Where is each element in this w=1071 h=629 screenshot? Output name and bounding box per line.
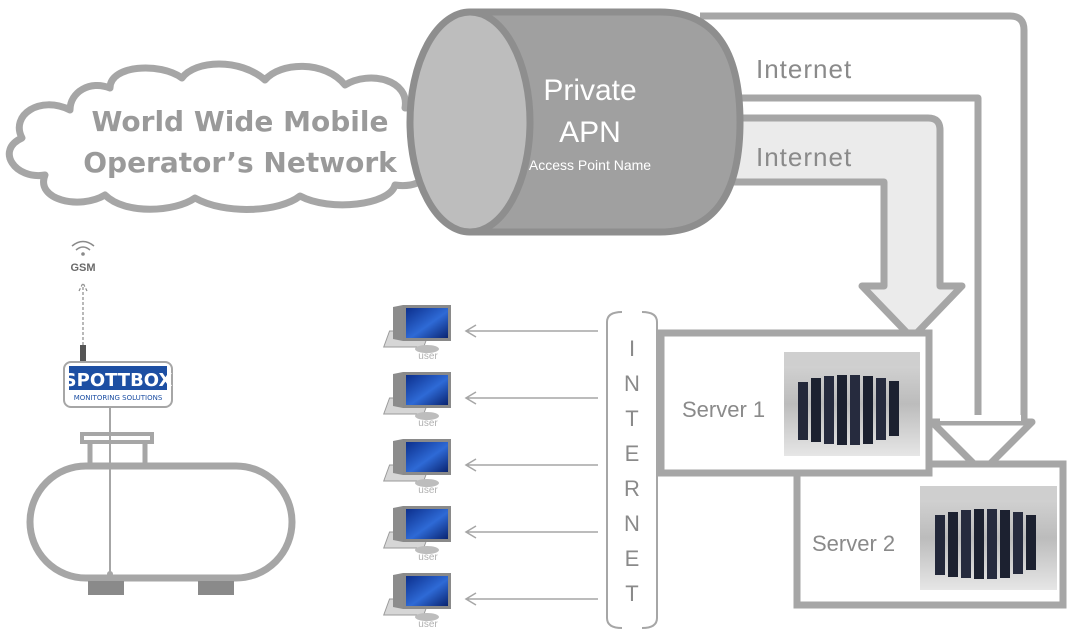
user-label: user — [418, 351, 438, 362]
internet-link-outer — [700, 12, 1036, 476]
apn-label-line1: Private — [543, 74, 636, 107]
logo-main-text: SPOTTBOX — [64, 370, 173, 391]
user-computer-icon — [383, 439, 451, 487]
internet-letter: E — [625, 441, 640, 466]
user-computer-icon — [383, 305, 451, 353]
server-2-label: Server 2 — [812, 531, 895, 556]
apn-subtitle: Access Point Name — [529, 157, 651, 173]
cloud-label-line1: World Wide Mobile — [92, 105, 389, 138]
wifi-signal-icon — [71, 240, 95, 256]
internet-link-inner — [696, 114, 966, 342]
user-label: user — [418, 552, 438, 563]
user-arrows — [464, 324, 598, 606]
apn-label-line2: APN — [559, 116, 621, 149]
internet-letter: T — [625, 581, 638, 606]
user-label: user — [418, 485, 438, 496]
antenna-stub — [80, 345, 86, 365]
user-computer-icon — [383, 573, 451, 621]
user-label: user — [418, 619, 438, 629]
internet-label-middle: Internet — [756, 142, 852, 172]
gsm-antenna-line — [78, 281, 88, 345]
cloud-label-line2: Operator’s Network — [83, 146, 398, 179]
user-computer-icon — [383, 506, 451, 554]
internet-letter: E — [625, 546, 640, 571]
server-1-photo — [784, 352, 920, 456]
internet-bracket — [606, 311, 658, 629]
storage-tank — [26, 407, 296, 595]
server-1 — [657, 329, 933, 477]
internet-letter: R — [624, 476, 640, 501]
internet-letter: T — [625, 406, 638, 431]
gsm-label: GSM — [70, 262, 95, 274]
internet-letter: N — [624, 511, 640, 536]
server-2 — [793, 460, 1067, 609]
private-apn-cylinder — [406, 8, 744, 236]
server-2-photo — [920, 486, 1057, 590]
internet-label-top: Internet — [756, 54, 852, 84]
user-label: user — [418, 418, 438, 429]
internet-letter: I — [629, 336, 635, 361]
server-1-label: Server 1 — [682, 397, 765, 422]
logo-sub-text: MONITORING SOLUTIONS — [74, 394, 163, 402]
user-computer-icon — [383, 372, 451, 420]
spottbox-logo: SPOTTBOX MONITORING SOLUTIONS — [63, 361, 173, 408]
internet-letter: N — [624, 371, 640, 396]
